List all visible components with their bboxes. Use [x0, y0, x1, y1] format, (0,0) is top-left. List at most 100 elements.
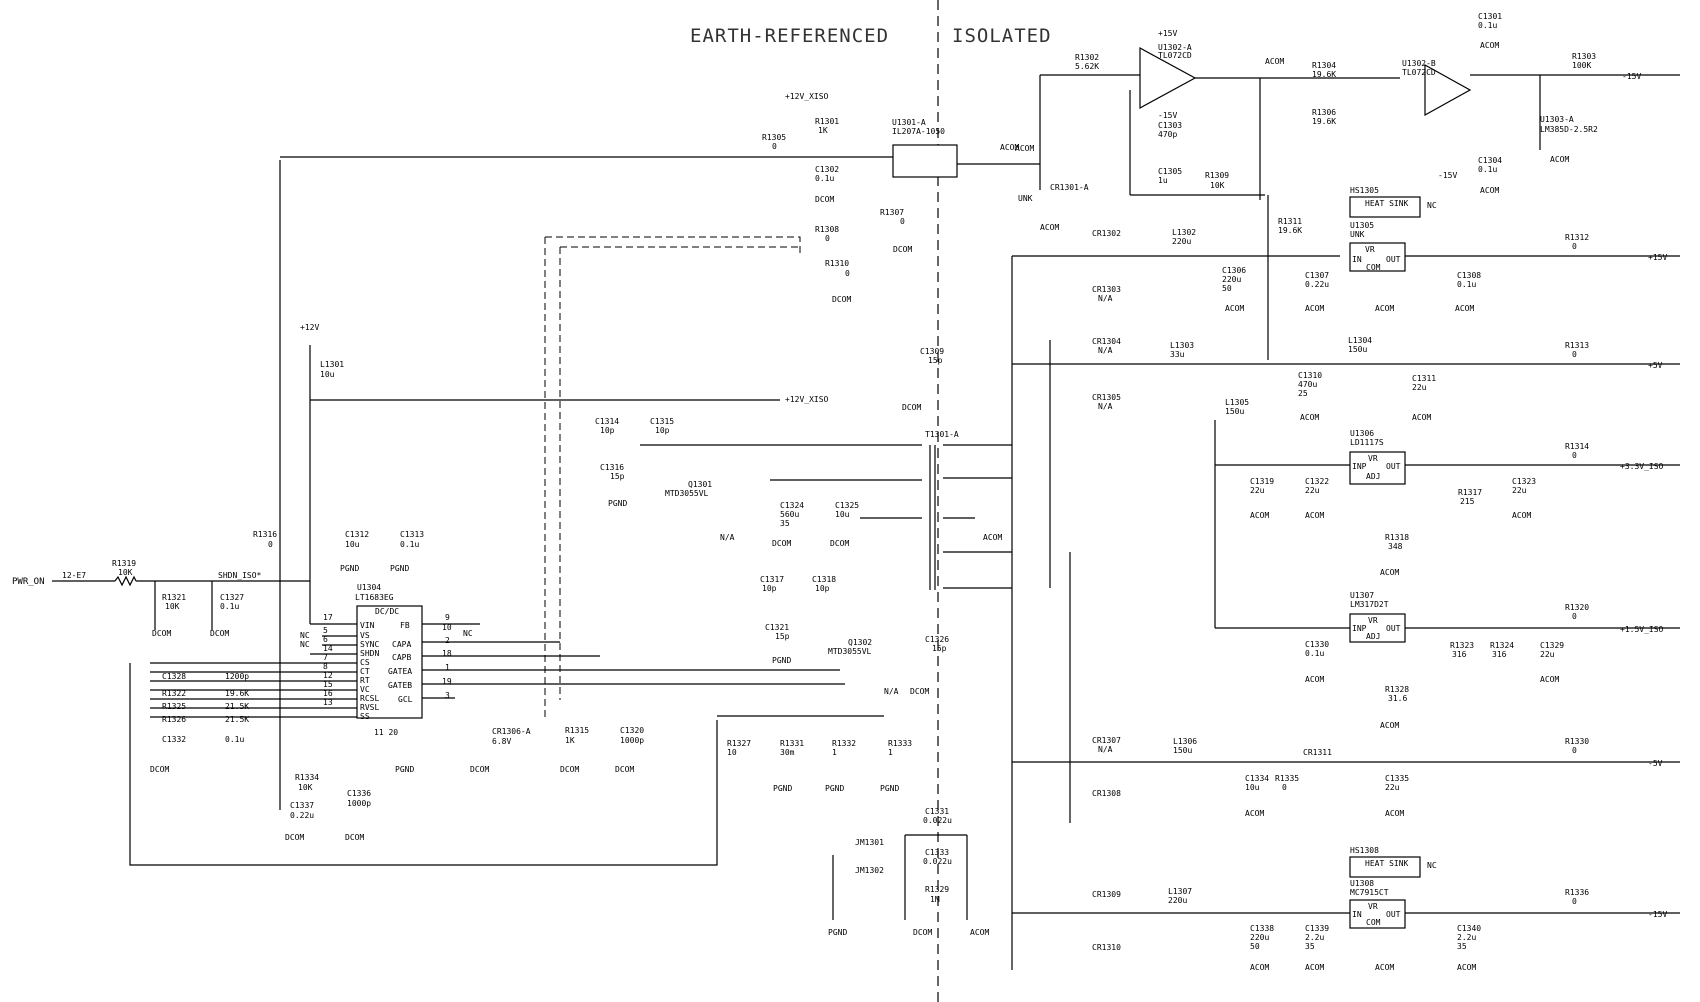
svg-text:6: 6: [323, 635, 328, 644]
svg-text:-15V: -15V: [1158, 111, 1177, 120]
secondary-rectifiers: CR1302 CR1303 N/A CR1304 N/A CR1305 N/A …: [1011, 229, 1121, 970]
svg-text:C1338: C1338: [1250, 924, 1274, 933]
svg-text:R1314: R1314: [1565, 442, 1589, 451]
svg-text:ACOM: ACOM: [1265, 57, 1284, 66]
svg-text:215: 215: [1460, 497, 1475, 506]
svg-text:0.022u: 0.022u: [923, 816, 952, 825]
svg-text:R1327: R1327: [727, 739, 751, 748]
svg-text:ACOM: ACOM: [1412, 413, 1431, 422]
svg-text:R1335: R1335: [1275, 774, 1299, 783]
svg-text:33u: 33u: [1170, 350, 1185, 359]
svg-text:1K: 1K: [818, 126, 828, 135]
svg-text:L1303: L1303: [1170, 341, 1194, 350]
svg-text:22u: 22u: [1512, 486, 1527, 495]
svg-text:C1328: C1328: [162, 672, 186, 681]
svg-text:ACOM: ACOM: [1480, 41, 1499, 50]
svg-text:560u: 560u: [780, 510, 799, 519]
svg-text:CAPA: CAPA: [392, 640, 411, 649]
svg-text:CR1309: CR1309: [1092, 890, 1121, 899]
svg-text:DCOM: DCOM: [830, 539, 849, 548]
svg-text:U1303-A: U1303-A: [1540, 115, 1574, 124]
svg-text:0: 0: [1572, 451, 1577, 460]
svg-text:OUT: OUT: [1386, 910, 1401, 919]
svg-text:ACOM: ACOM: [1305, 304, 1324, 313]
svg-text:15p: 15p: [775, 632, 790, 641]
svg-text:12-E7: 12-E7: [62, 571, 86, 580]
svg-text:VIN: VIN: [360, 621, 375, 630]
svg-text:N/A: N/A: [720, 533, 735, 542]
svg-text:R1317: R1317: [1458, 488, 1482, 497]
svg-text:0: 0: [900, 217, 905, 226]
svg-text:0.1u: 0.1u: [815, 174, 834, 183]
svg-text:MC7915CT: MC7915CT: [1350, 888, 1389, 897]
svg-text:UNK: UNK: [1018, 194, 1033, 203]
svg-text:+12V_XISO: +12V_XISO: [785, 395, 829, 404]
svg-text:C1314: C1314: [595, 417, 619, 426]
svg-text:N/A: N/A: [1098, 402, 1113, 411]
svg-text:CT: CT: [360, 667, 370, 676]
svg-text:R1304: R1304: [1312, 61, 1336, 70]
svg-text:R1306: R1306: [1312, 108, 1336, 117]
svg-text:19: 19: [442, 677, 452, 686]
svg-text:N/A: N/A: [1098, 346, 1113, 355]
svg-text:R1326: R1326: [162, 715, 186, 724]
svg-text:13: 13: [323, 698, 333, 707]
svg-text:150u: 150u: [1225, 407, 1244, 416]
svg-text:470u: 470u: [1298, 380, 1317, 389]
svg-text:TL072CD: TL072CD: [1402, 68, 1436, 77]
svg-text:PWR_ON: PWR_ON: [12, 577, 45, 587]
ground-labels: DCOM DCOM DCOM DCOM DCOM DCOM DCOM PGND …: [150, 41, 1569, 972]
svg-text:22u: 22u: [1305, 486, 1320, 495]
svg-text:1K: 1K: [565, 736, 575, 745]
svg-text:U1308: U1308: [1350, 879, 1374, 888]
svg-text:HS1305: HS1305: [1350, 186, 1379, 195]
t1301-transformer: T1301-A +12V_XISO C1309 15p C1326 15p: [640, 347, 1012, 653]
svg-text:C1337: C1337: [290, 801, 314, 810]
svg-text:+12V: +12V: [300, 323, 319, 332]
svg-text:HEAT SINK: HEAT SINK: [1365, 859, 1409, 868]
svg-text:ACOM: ACOM: [1305, 511, 1324, 520]
svg-text:ACOM: ACOM: [1225, 304, 1244, 313]
svg-text:CR1308: CR1308: [1092, 789, 1121, 798]
svg-text:220u: 220u: [1222, 275, 1241, 284]
svg-text:10K: 10K: [298, 783, 313, 792]
svg-text:ACOM: ACOM: [1385, 809, 1404, 818]
svg-text:DCOM: DCOM: [470, 765, 489, 774]
svg-text:0.1u: 0.1u: [220, 602, 239, 611]
svg-text:C1312: C1312: [345, 530, 369, 539]
svg-text:R1334: R1334: [295, 773, 319, 782]
svg-text:0: 0: [772, 142, 777, 151]
isolated-header: ISOLATED: [952, 25, 1052, 47]
svg-text:NC: NC: [1427, 861, 1437, 870]
svg-text:DCOM: DCOM: [913, 928, 932, 937]
svg-text:GATEA: GATEA: [388, 667, 412, 676]
svg-text:10: 10: [727, 748, 737, 757]
svg-text:10K: 10K: [118, 568, 133, 577]
svg-text:DCOM: DCOM: [910, 687, 929, 696]
svg-text:ACOM: ACOM: [1375, 304, 1394, 313]
svg-text:21.5K: 21.5K: [225, 702, 249, 711]
svg-text:15: 15: [323, 680, 333, 689]
svg-text:2.2u: 2.2u: [1305, 933, 1324, 942]
svg-text:CAPB: CAPB: [392, 653, 411, 662]
svg-text:19.6K: 19.6K: [225, 689, 249, 698]
svg-text:FB: FB: [400, 621, 410, 630]
svg-text:C1339: C1339: [1305, 924, 1329, 933]
svg-text:DCOM: DCOM: [560, 765, 579, 774]
svg-text:C1327: C1327: [220, 593, 244, 602]
svg-text:+12V_XISO: +12V_XISO: [785, 92, 829, 101]
svg-text:C1302: C1302: [815, 165, 839, 174]
svg-text:C1317: C1317: [760, 575, 784, 584]
svg-text:CR1307: CR1307: [1092, 736, 1121, 745]
rail-m15: VR IN OUT COM U1308 MC7915CT HS1308 HEAT…: [1012, 846, 1680, 951]
svg-text:DCOM: DCOM: [772, 539, 791, 548]
svg-text:0.1u: 0.1u: [1305, 649, 1324, 658]
svg-text:CR1302: CR1302: [1092, 229, 1121, 238]
u1302-opamps: +15V -15V U1302-A TL072CD U1302-B TL072C…: [1018, 12, 1680, 360]
svg-text:19.6K: 19.6K: [1312, 70, 1336, 79]
svg-text:C1310: C1310: [1298, 371, 1322, 380]
svg-text:470p: 470p: [1158, 130, 1177, 139]
svg-text:19.6K: 19.6K: [1278, 226, 1302, 235]
svg-text:COM: COM: [1366, 263, 1381, 272]
svg-text:5: 5: [323, 626, 328, 635]
